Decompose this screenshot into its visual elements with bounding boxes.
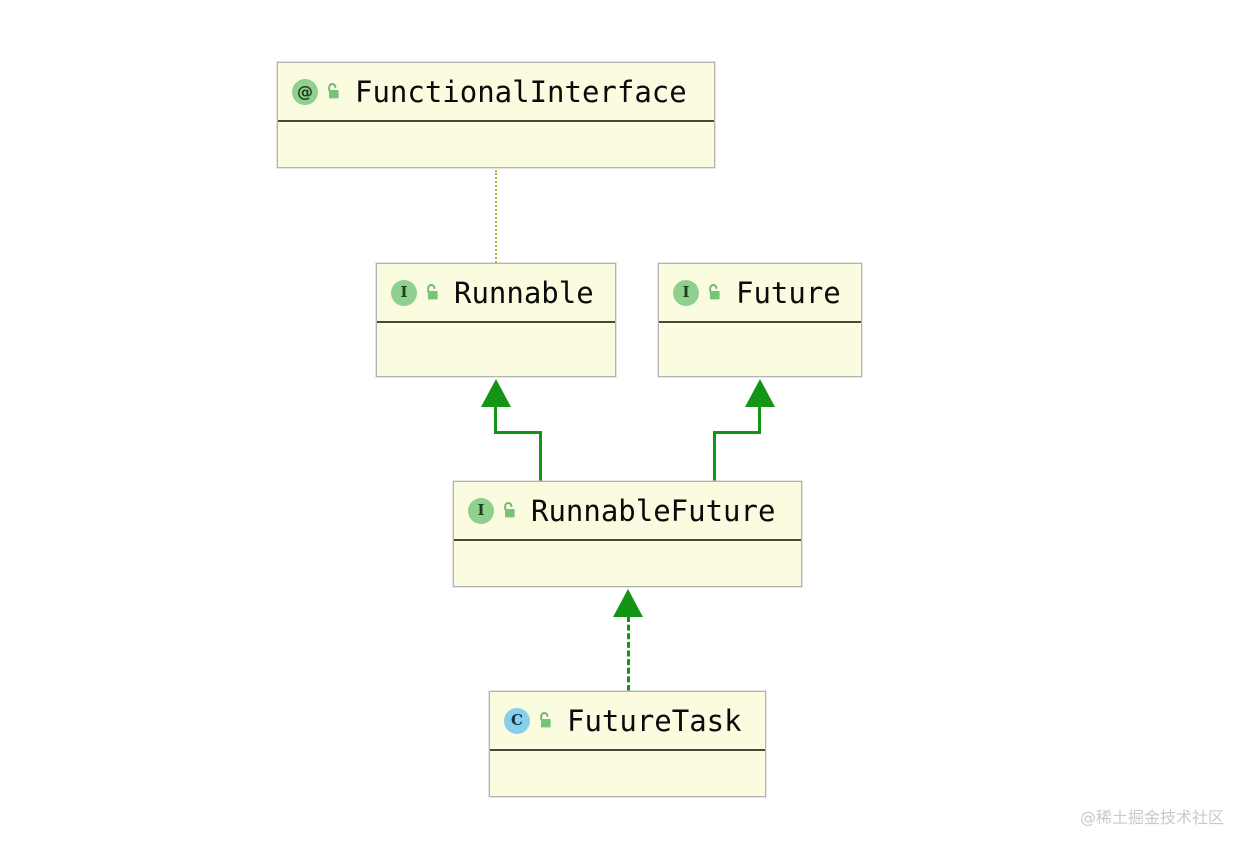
uml-node-title: Runnable xyxy=(454,275,594,310)
uml-node-members xyxy=(278,122,714,167)
uml-node-title: Future xyxy=(736,275,841,310)
uml-node-header: I Future xyxy=(659,264,861,323)
arrowhead-runnable-future xyxy=(613,589,643,617)
interface-badge-icon: I xyxy=(673,279,699,306)
uml-node-future[interactable]: I Future xyxy=(658,263,862,377)
uml-node-runnable-future[interactable]: I RunnableFuture xyxy=(453,481,802,587)
uml-node-header: @ FunctionalInterface xyxy=(278,63,714,122)
arrowhead-runnable xyxy=(481,379,511,407)
edge-realization-future-task xyxy=(627,616,630,691)
edge-runnable-segment-horizontal xyxy=(494,431,542,434)
unlocked-padlock-icon xyxy=(501,501,517,520)
uml-node-members xyxy=(454,541,801,586)
edge-future-segment-vertical-upper xyxy=(758,406,761,434)
uml-node-runnable[interactable]: I Runnable xyxy=(376,263,616,377)
watermark-text: @稀土掘金技术社区 xyxy=(1079,808,1224,827)
arrowhead-future xyxy=(745,379,775,407)
uml-node-future-task[interactable]: C FutureTask xyxy=(489,691,766,797)
uml-node-functional-interface[interactable]: @ FunctionalInterface xyxy=(277,62,715,168)
edge-future-segment-horizontal xyxy=(713,431,761,434)
uml-node-title: FutureTask xyxy=(567,703,742,738)
uml-node-title: FunctionalInterface xyxy=(355,74,687,109)
interface-badge-icon: I xyxy=(468,497,494,524)
edge-future-segment-vertical-lower xyxy=(713,431,716,482)
edge-annotation-link xyxy=(495,170,497,263)
uml-node-members xyxy=(490,751,765,796)
annotation-badge-icon: @ xyxy=(292,78,318,105)
class-badge-icon: C xyxy=(504,707,530,734)
uml-node-title: RunnableFuture xyxy=(531,493,776,528)
uml-node-header: I RunnableFuture xyxy=(454,482,801,541)
unlocked-padlock-icon xyxy=(706,283,722,302)
uml-node-members xyxy=(377,323,615,376)
edge-runnable-segment-vertical-lower xyxy=(539,431,542,482)
unlocked-padlock-icon xyxy=(325,82,341,101)
unlocked-padlock-icon xyxy=(537,711,553,730)
interface-badge-icon: I xyxy=(391,279,417,306)
uml-node-members xyxy=(659,323,861,376)
unlocked-padlock-icon xyxy=(424,283,440,302)
edge-runnable-segment-vertical-upper xyxy=(494,406,497,434)
uml-node-header: C FutureTask xyxy=(490,692,765,751)
uml-node-header: I Runnable xyxy=(377,264,615,323)
